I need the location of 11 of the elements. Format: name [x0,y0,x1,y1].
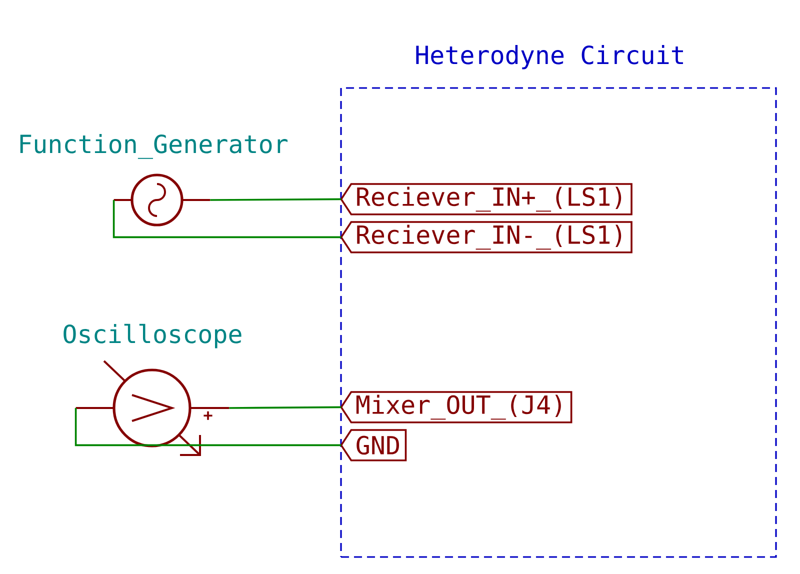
sheet-title: Heterodyne Circuit [416,45,683,70]
component-label: Oscilloscope [64,324,242,348]
port-label: GND [340,429,407,462]
polarity-mark: + [204,411,212,420]
port-label: Mixer_OUT_(J4) [340,391,572,424]
port-label: Reciever_IN-_(LS1) [340,221,632,254]
component-label: Function_Generator [20,134,288,159]
port-label: Reciever_IN+_(LS1) [340,183,632,216]
wire [74,408,342,446]
wire [210,198,342,201]
wire [229,406,342,409]
